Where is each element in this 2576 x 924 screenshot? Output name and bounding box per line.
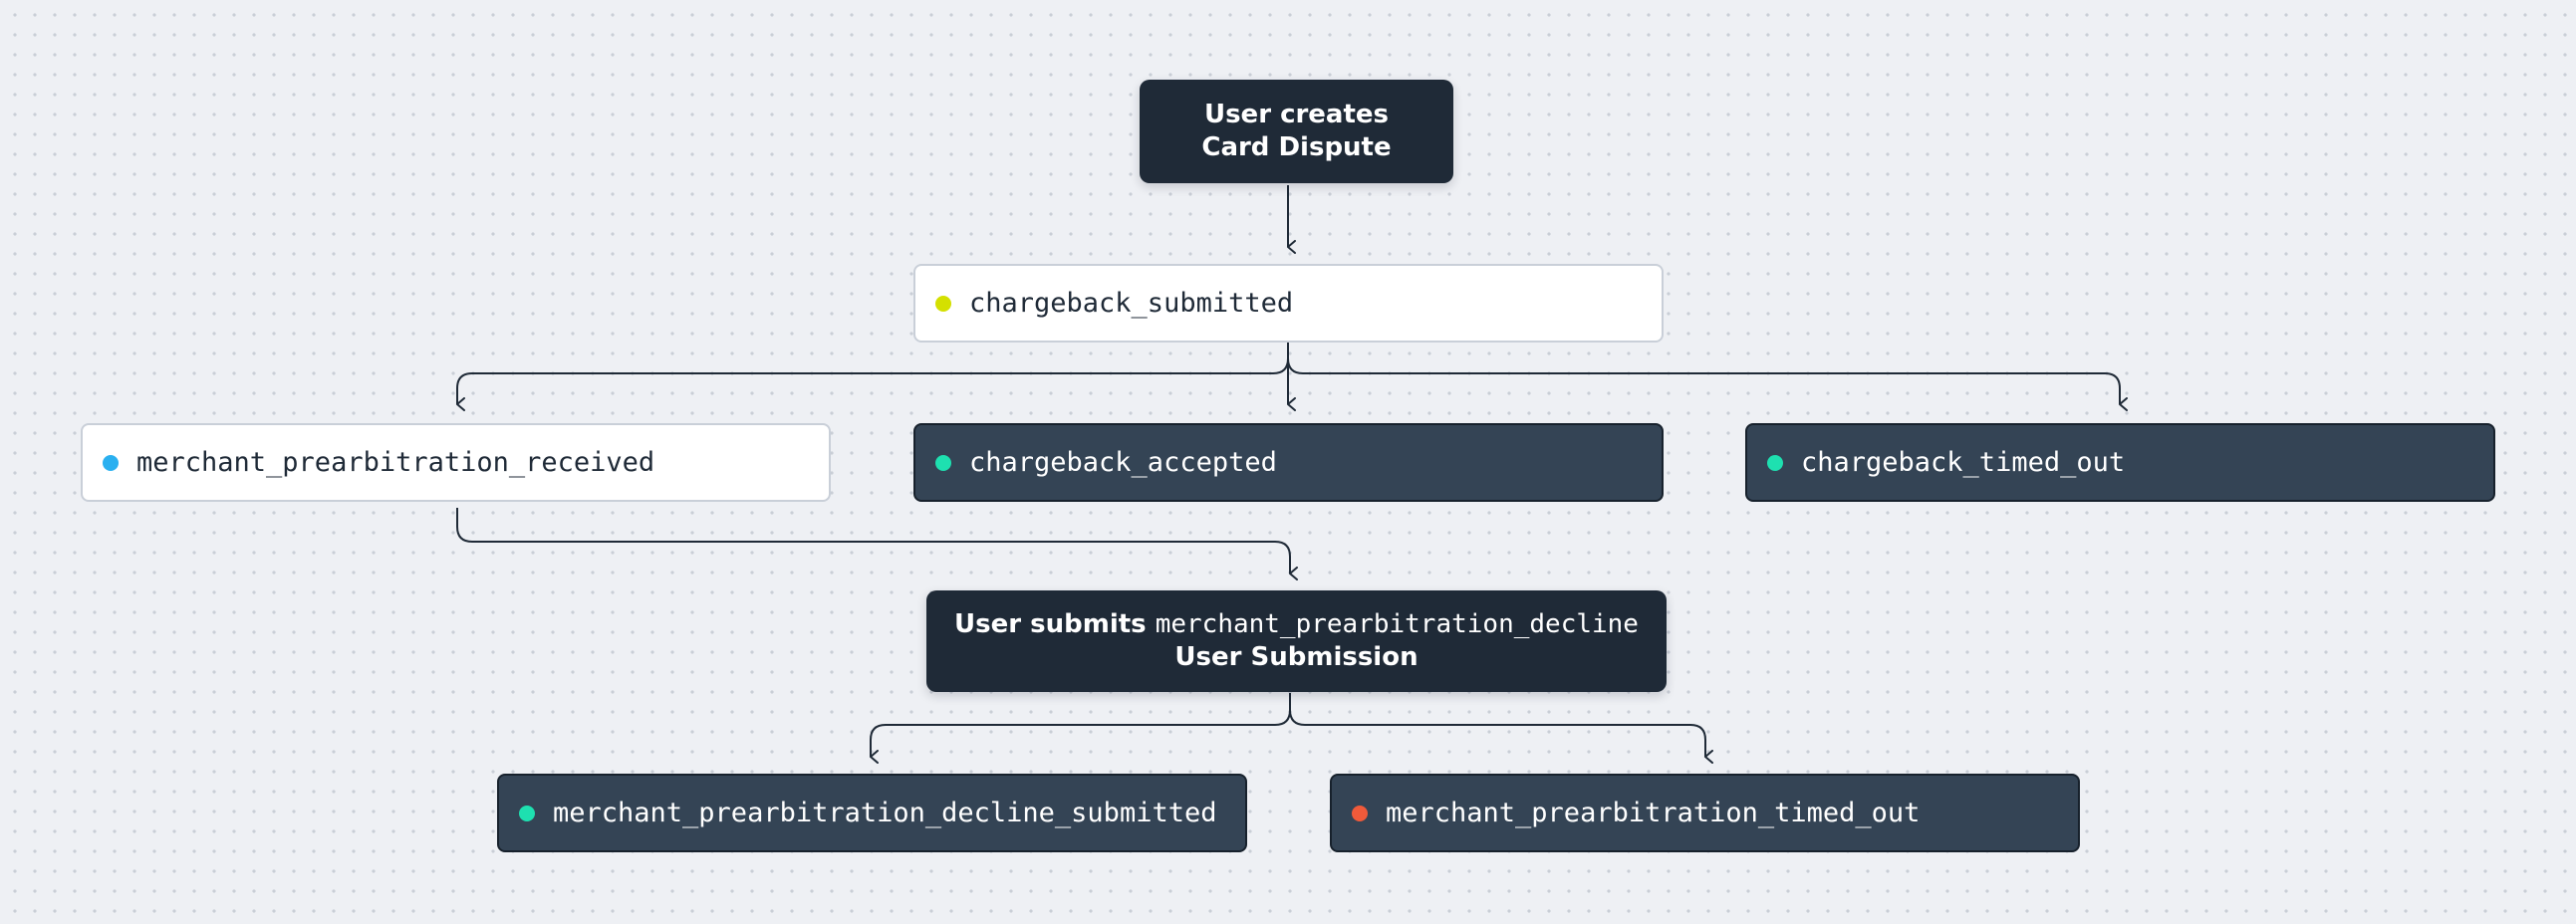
node-chargeback-submitted[interactable]: chargeback_submitted xyxy=(913,264,1664,343)
node-label: merchant_prearbitration_timed_out xyxy=(1386,798,1920,828)
node-user-submits-merchant-prearbitration-decline[interactable]: User submits merchant_prearbitration_dec… xyxy=(926,590,1667,692)
node-merchant-prearbitration-timed-out[interactable]: merchant_prearbitration_timed_out xyxy=(1330,774,2080,852)
node-user-creates-card-dispute[interactable]: User creates Card Dispute xyxy=(1140,80,1453,183)
edge-chargeback-submitted-to-merchant-prearbitration-received xyxy=(457,343,1288,404)
node-user-submits-prefix: User submits xyxy=(954,609,1147,639)
status-dot-blue-icon xyxy=(103,455,119,471)
node-merchant-prearbitration-received[interactable]: merchant_prearbitration_received xyxy=(81,423,831,502)
node-label: chargeback_submitted xyxy=(969,288,1293,319)
status-dot-red-icon xyxy=(1352,806,1368,821)
edge-chargeback-submitted-to-chargeback-timed-out xyxy=(1288,343,2120,404)
status-dot-green-icon xyxy=(519,806,535,821)
edge-user-submits-to-merchant-prearbitration-decline-submitted xyxy=(871,693,1290,757)
node-user-creates-line1: User creates xyxy=(1204,99,1389,131)
node-chargeback-accepted[interactable]: chargeback_accepted xyxy=(913,423,1664,502)
node-label: merchant_prearbitration_decline_submitte… xyxy=(553,798,1216,828)
node-user-submits-line1: User submits merchant_prearbitration_dec… xyxy=(954,608,1639,641)
node-user-submits-code: merchant_prearbitration_decline xyxy=(1156,609,1639,639)
node-label: chargeback_timed_out xyxy=(1801,447,2125,478)
edge-user-submits-to-merchant-prearbitration-timed-out xyxy=(1290,693,1705,757)
status-dot-green-icon xyxy=(1767,455,1783,471)
node-user-creates-line2: Card Dispute xyxy=(1201,131,1391,164)
node-merchant-prearbitration-decline-submitted[interactable]: merchant_prearbitration_decline_submitte… xyxy=(497,774,1247,852)
node-chargeback-timed-out[interactable]: chargeback_timed_out xyxy=(1745,423,2495,502)
status-dot-green-icon xyxy=(935,455,951,471)
node-label: merchant_prearbitration_received xyxy=(136,447,654,478)
node-label: chargeback_accepted xyxy=(969,447,1277,478)
node-user-submits-line2: User Submission xyxy=(1174,641,1417,674)
status-dot-yellow-icon xyxy=(935,296,951,312)
edge-merchant-prearbitration-received-to-user-submits xyxy=(457,508,1290,574)
